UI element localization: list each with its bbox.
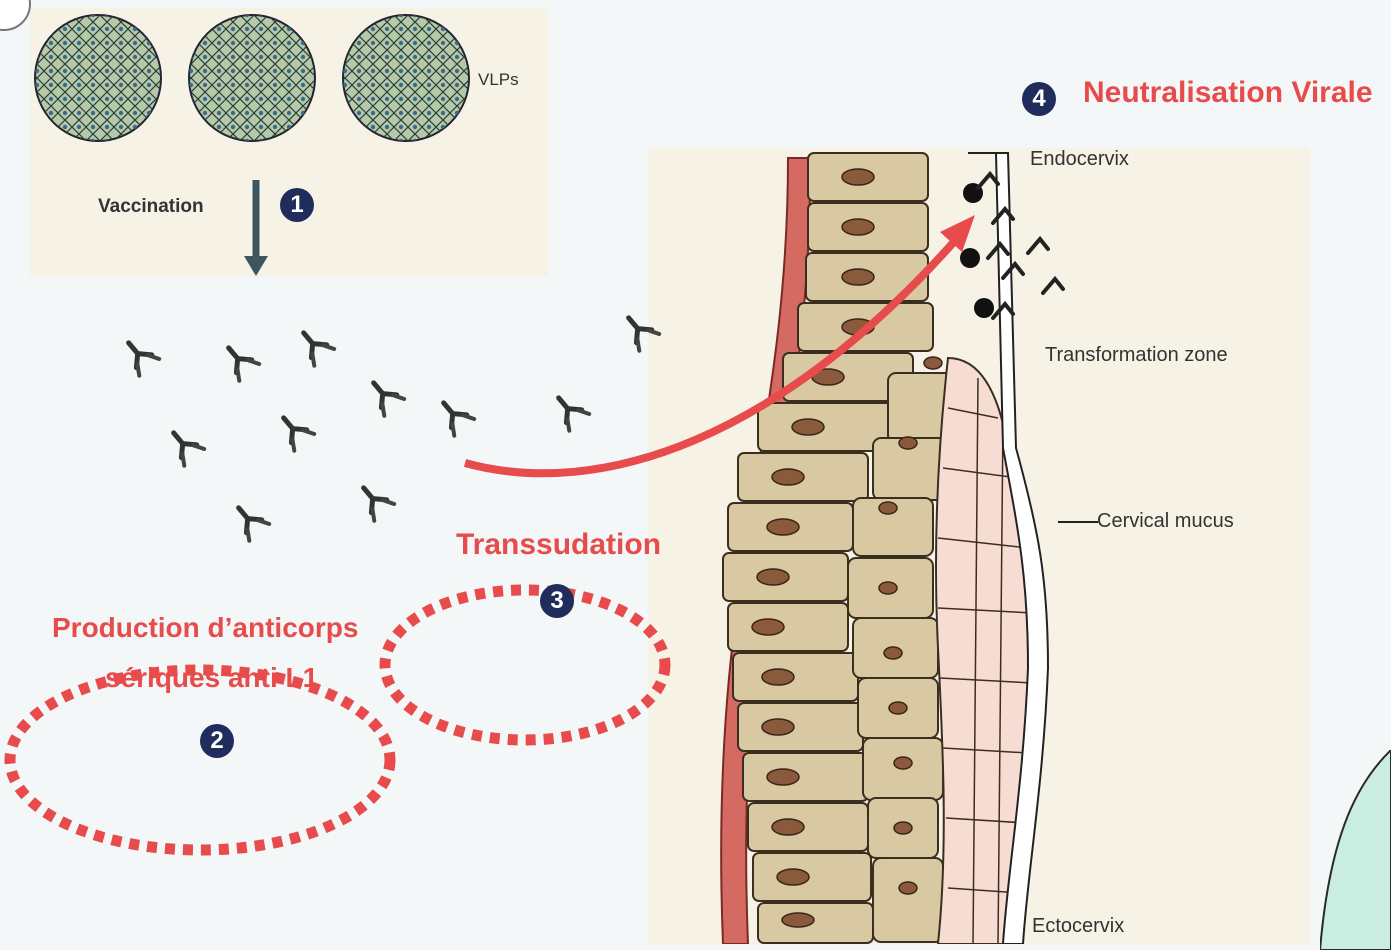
cervical-mucus-label: Cervical mucus: [1097, 510, 1234, 533]
endocervix-label: Endocervix: [1030, 148, 1129, 171]
ectocervix-label: Ectocervix: [1032, 915, 1124, 938]
mucus-leader-line: [1058, 520, 1098, 524]
transformation-zone-label: Transformation zone: [1045, 344, 1228, 367]
step-4-badge: 4: [1022, 82, 1056, 116]
neutralisation-label: Neutralisation Virale: [1083, 76, 1373, 110]
